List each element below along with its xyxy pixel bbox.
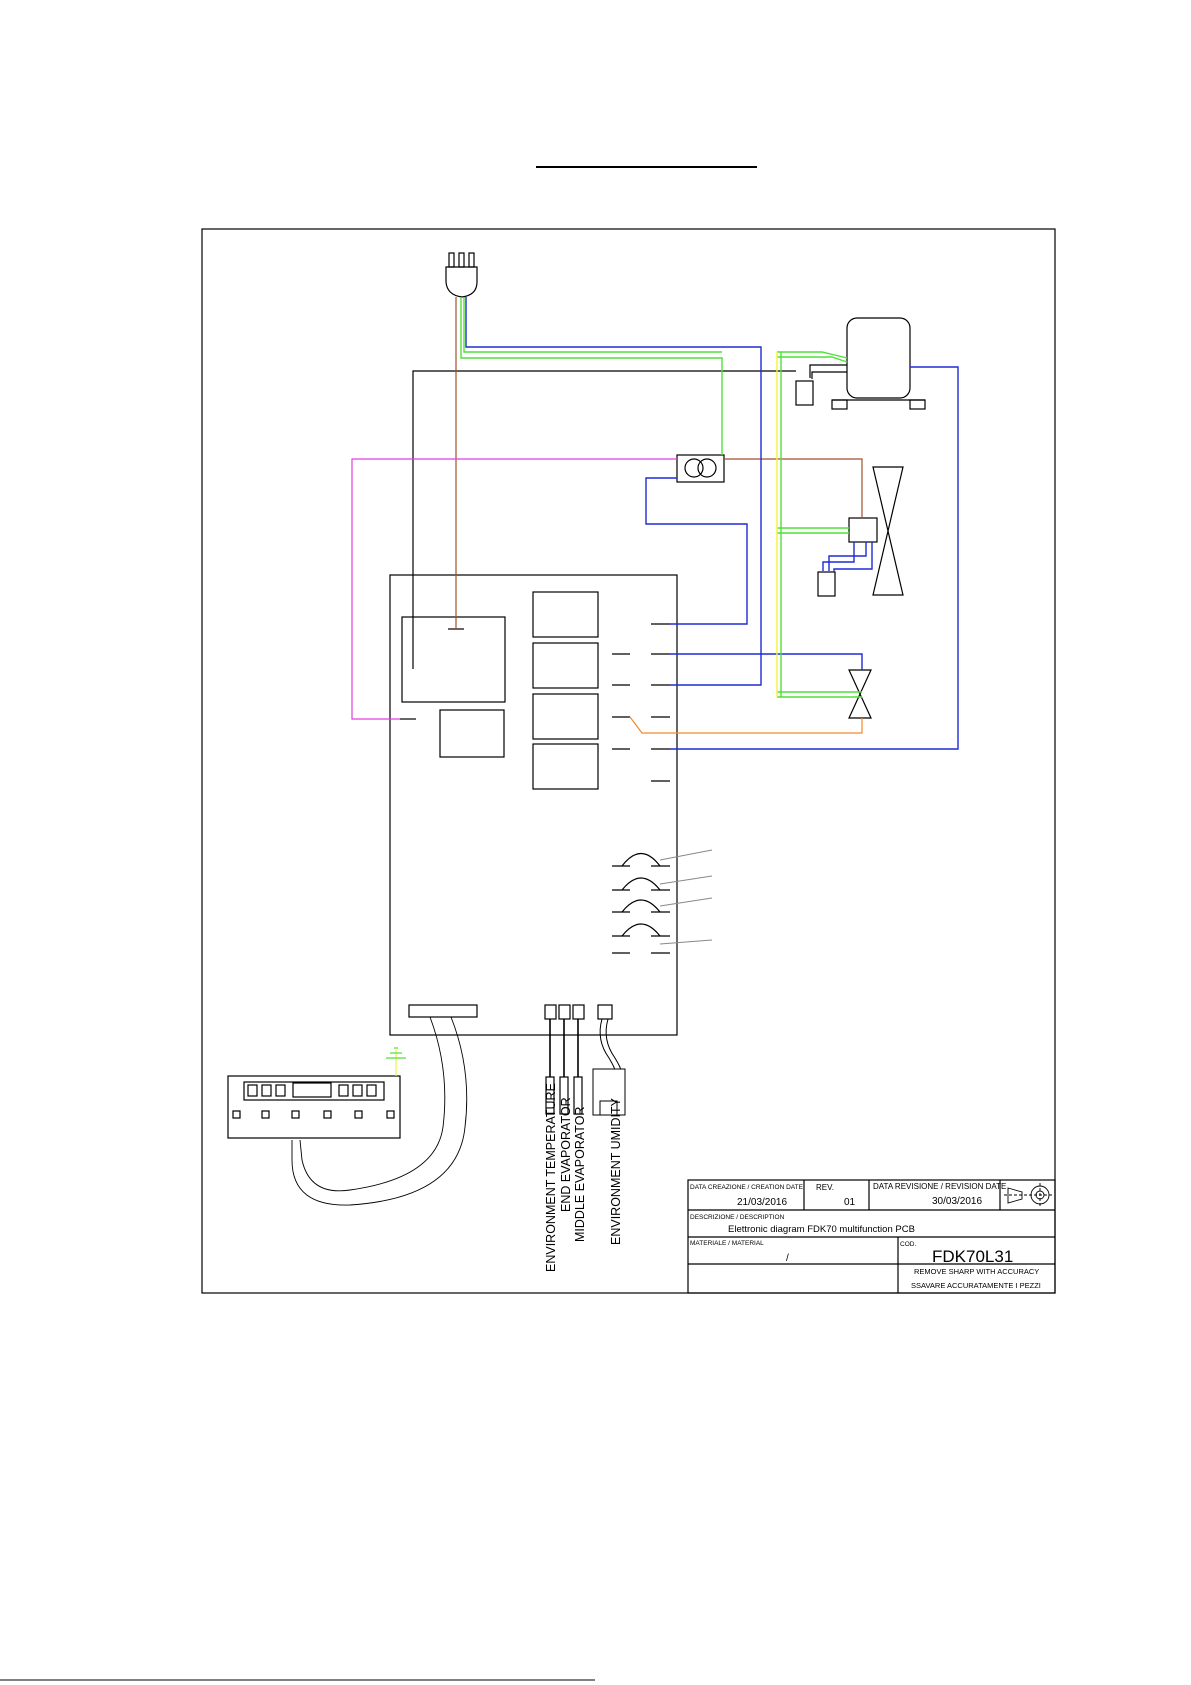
code-value: FDK70L31 <box>932 1247 1013 1266</box>
fan-icon <box>817 466 904 597</box>
wire-black <box>412 364 847 669</box>
probe-label-end-evaporator: END EVAPORATOR <box>559 1097 573 1212</box>
compressor-icon <box>795 317 926 410</box>
note-it: SSAVARE ACCURATAMENTE I PEZZI <box>911 1281 1041 1290</box>
transformer-icon <box>676 454 725 483</box>
wire-blue <box>465 297 959 750</box>
rev-value: 01 <box>844 1197 856 1208</box>
description-label: DESCRIZIONE / DESCRIPTION <box>690 1214 785 1221</box>
title-block <box>687 1179 1056 1294</box>
probe-label-environment-temperature: ENVIRONMENT TEMPERATURE <box>544 1083 558 1272</box>
jumper-leads <box>659 849 713 945</box>
main-pcb <box>389 574 678 1036</box>
material-value: / <box>786 1253 789 1264</box>
note-en: REMOVE SHARP WITH ACCURACY <box>914 1267 1039 1276</box>
projection-symbol-icon <box>1004 1183 1052 1207</box>
wire-orange <box>629 716 863 734</box>
solenoid-valve-icon <box>848 669 872 719</box>
wire-brown <box>455 297 863 629</box>
wire-earth-green <box>460 297 862 698</box>
rev-label: REV. <box>816 1183 834 1192</box>
probe-label-middle-evaporator: MIDDLE EVAPORATOR <box>573 1107 587 1242</box>
drawing-frame <box>201 228 1056 1294</box>
creation-date: 21/03/2016 <box>737 1197 787 1208</box>
description: Elettronic diagram FDK70 multifunction P… <box>728 1224 915 1235</box>
probe-cables <box>549 1019 579 1077</box>
power-plug-icon <box>445 252 478 298</box>
keypad-cable <box>291 1016 468 1206</box>
display-keypad <box>227 1075 401 1139</box>
code-label: COD. <box>900 1241 916 1248</box>
revision-date-label: DATA REVISIONE / REVISION DATE <box>873 1182 1006 1191</box>
revision-date: 30/03/2016 <box>932 1196 982 1207</box>
material-label: MATERIALE / MATERIAL <box>690 1240 764 1247</box>
ground-icon <box>386 1047 406 1076</box>
wire-magenta <box>351 458 677 720</box>
creation-date-label: DATA CREAZIONE / CREATION DATE <box>690 1184 804 1191</box>
humidity-probe <box>592 1018 626 1116</box>
probe-sensors <box>545 1076 583 1115</box>
probe-label-environment-humidity: ENVIRONMENT UMIDITY <box>609 1097 623 1245</box>
